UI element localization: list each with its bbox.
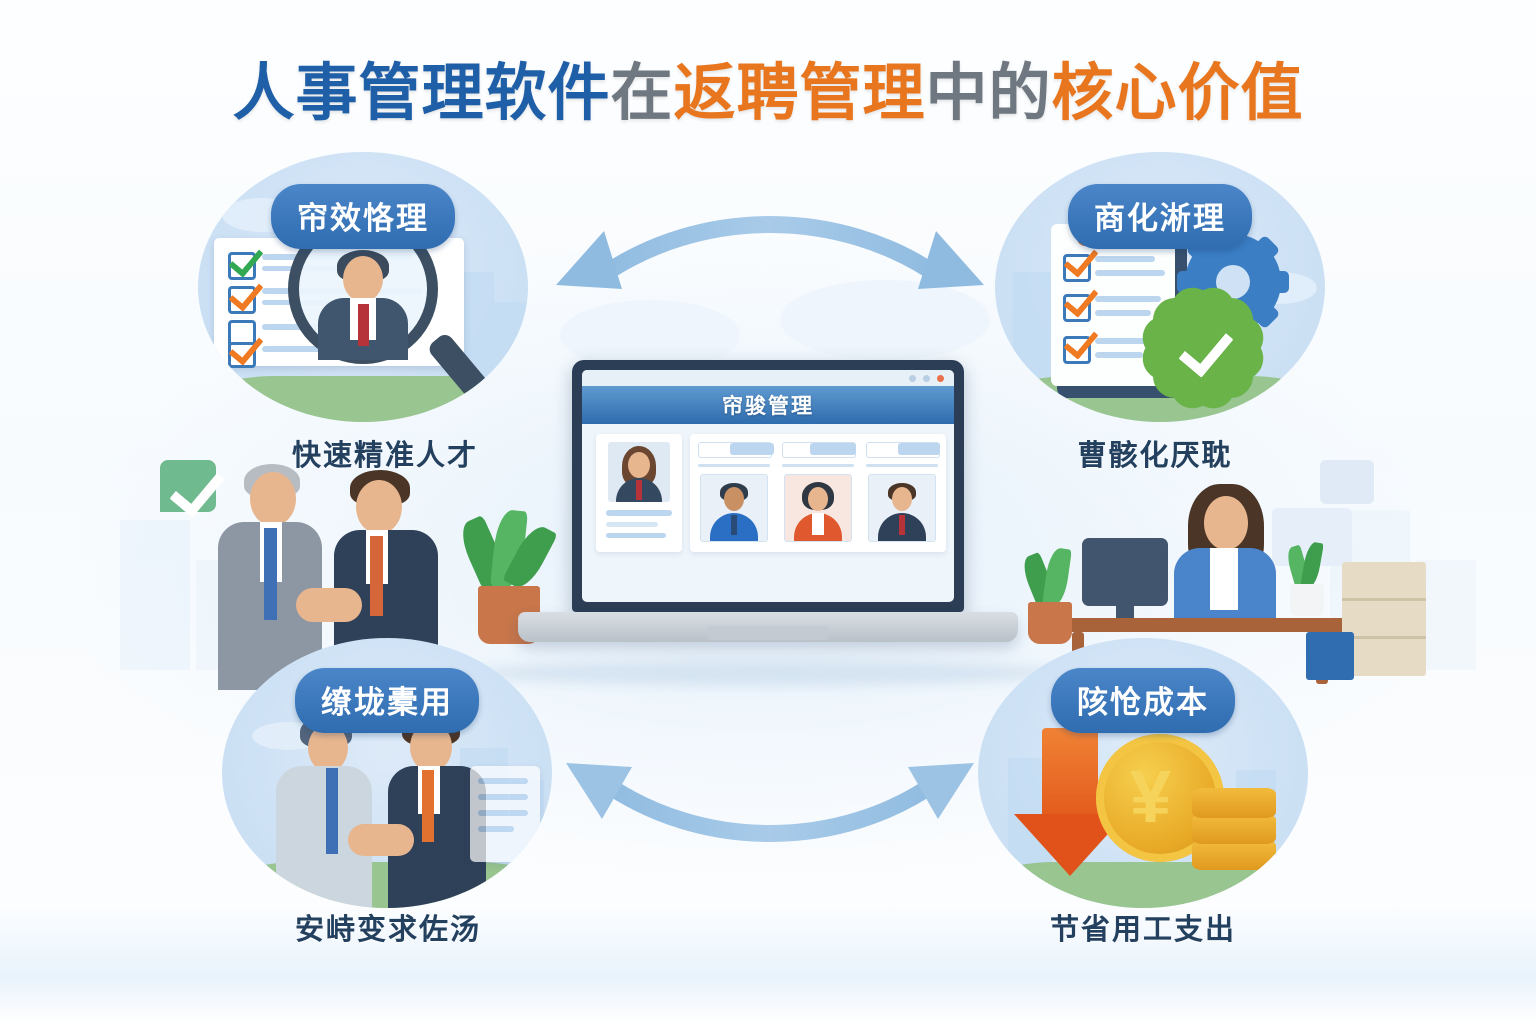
green-check-badge xyxy=(1134,279,1272,417)
filing-cabinet xyxy=(1342,562,1426,676)
senior-person-head xyxy=(250,472,296,526)
office-person-shirt xyxy=(1210,548,1238,610)
candidate-card[interactable] xyxy=(868,474,936,542)
plant-leaf xyxy=(1042,546,1072,608)
background-building xyxy=(1416,560,1476,670)
plant-pot xyxy=(1028,602,1072,644)
quadrant-caption-top-left: 快速精准人才 xyxy=(291,440,479,472)
quadrant-caption-bottom-left: 安峙变求佐汤 xyxy=(294,914,482,946)
top-connector-arrow xyxy=(556,216,984,289)
magnified-person-tie xyxy=(358,304,369,346)
coin-stack xyxy=(1192,788,1276,818)
right-person-tie xyxy=(422,770,434,842)
green-check-badge xyxy=(160,460,216,512)
quadrant-badge-bottom-left[interactable]: 缭垅橐用 xyxy=(295,668,479,733)
trackpad[interactable] xyxy=(708,626,828,640)
profile-avatar xyxy=(608,442,670,502)
laptop-base xyxy=(518,612,1018,642)
quadrant-bottom-left[interactable]: 缭垅橐用 xyxy=(222,638,552,908)
ground-gradient xyxy=(0,904,1536,1024)
candidate-card[interactable] xyxy=(700,474,768,542)
window-close-dot[interactable] xyxy=(937,375,944,382)
title-segment-3: 返聘管理 xyxy=(673,59,926,128)
profile-panel[interactable] xyxy=(596,434,682,552)
candidate-card[interactable] xyxy=(784,474,852,542)
quadrant-caption-bottom-right: 节省用工支出 xyxy=(1049,914,1237,946)
title-segment-4: 中的 xyxy=(925,59,1052,128)
laptop-device[interactable]: 帘骏管理 xyxy=(518,360,1018,660)
quadrant-badge-bottom-right[interactable]: 陔怆成本 xyxy=(1051,668,1235,733)
monitor-icon xyxy=(1082,538,1168,606)
page-title: 人事管理软件在返聘管理中的核心价值 xyxy=(0,42,1536,132)
title-segment-2: 在 xyxy=(610,59,674,128)
app-title-bar: 帘骏管理 xyxy=(582,386,954,424)
laptop-screen[interactable]: 帘骏管理 xyxy=(582,370,954,602)
small-plant-pot xyxy=(1290,584,1324,616)
background-cloud xyxy=(560,300,740,370)
younger-person-tie xyxy=(370,536,383,616)
clasped-hands xyxy=(296,588,362,622)
desk xyxy=(1060,618,1350,632)
clasped-hands xyxy=(348,824,414,856)
quadrant-badge-top-left[interactable]: 帘效恪理 xyxy=(271,184,455,249)
side-document xyxy=(470,766,540,862)
background-cloud xyxy=(780,280,990,360)
wall-picture-icon xyxy=(1320,460,1374,504)
younger-person-head xyxy=(356,480,402,534)
senior-person-tie xyxy=(264,528,277,620)
blue-storage-box xyxy=(1306,632,1354,680)
quadrant-top-right[interactable]: 商化淅理 xyxy=(995,152,1325,422)
browser-chrome-bar xyxy=(582,370,954,386)
window-dot[interactable] xyxy=(923,375,930,382)
left-person-tie xyxy=(326,768,338,854)
candidate-list-panel[interactable] xyxy=(690,434,946,552)
monitor-stand xyxy=(1116,604,1134,622)
laptop-shadow xyxy=(470,660,1070,686)
quadrant-circle: ¥ xyxy=(978,638,1308,908)
laptop-lid: 帘骏管理 xyxy=(572,360,964,612)
quadrant-badge-top-right[interactable]: 商化淅理 xyxy=(1068,184,1252,249)
background-building xyxy=(120,520,190,670)
magnified-person-head xyxy=(343,256,383,302)
title-segment-5: 核心价值 xyxy=(1051,59,1304,128)
card-header-row xyxy=(698,442,940,460)
coin-stack xyxy=(1192,840,1276,870)
window-dot[interactable] xyxy=(909,375,916,382)
quadrant-bottom-right[interactable]: ¥ 陔怆成本 xyxy=(978,638,1308,908)
title-segment-1: 人事管理软件 xyxy=(232,59,611,128)
quadrant-top-left[interactable]: 帘效恪理 xyxy=(198,152,528,422)
bottom-connector-arrow xyxy=(566,763,974,842)
scene-office-center-right xyxy=(1018,450,1440,690)
office-person-head xyxy=(1204,496,1248,550)
coin-stack xyxy=(1192,814,1276,844)
yen-symbol: ¥ xyxy=(1130,755,1172,838)
quadrant-caption-top-right: 曹骸化厌耽 xyxy=(1077,440,1233,472)
